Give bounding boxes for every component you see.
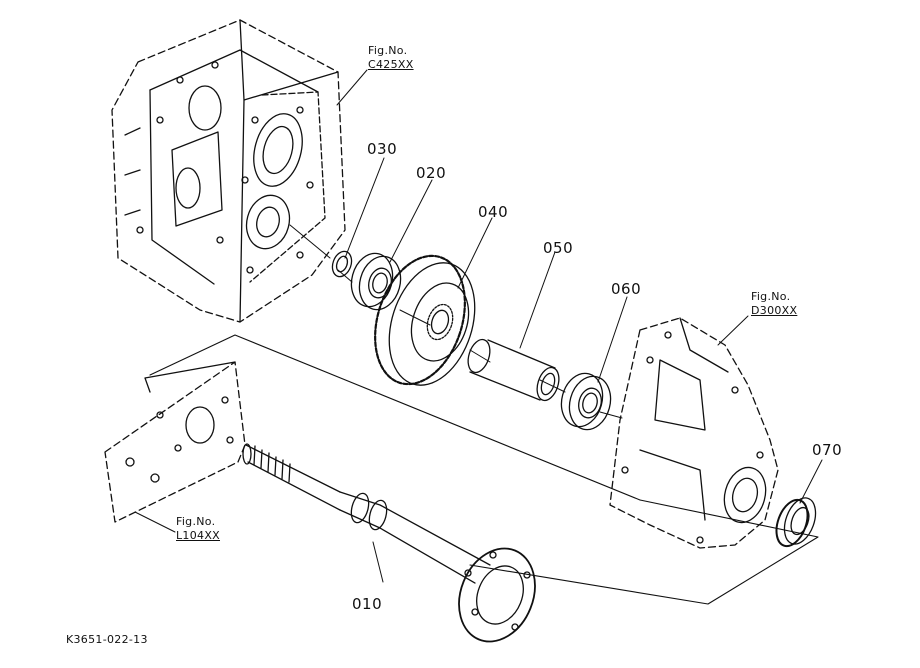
leader-lines <box>134 69 823 583</box>
figure-ref-l104: Fig.No. L104XX <box>176 515 220 543</box>
part-label-040: 040 <box>478 203 509 221</box>
bearing-060 <box>560 372 612 431</box>
drawing-code: K3651-022-13 <box>66 633 148 646</box>
snap-ring <box>331 250 353 278</box>
figure-ref-caption: Fig.No. <box>751 290 791 303</box>
mounting-plate <box>104 361 246 523</box>
boundary-line <box>149 334 641 501</box>
figure-ref-code: C425XX <box>368 57 414 71</box>
transmission-case <box>111 19 346 323</box>
housing-cover <box>609 317 779 549</box>
oil-seal <box>775 497 817 548</box>
part-label-050: 050 <box>543 239 574 257</box>
figure-ref-caption: Fig.No. <box>176 515 216 528</box>
figure-ref-code: D300XX <box>751 303 798 317</box>
assembly-axis-line <box>289 224 623 419</box>
figure-ref-c425: Fig.No. C425XX <box>368 44 414 72</box>
part-label-030: 030 <box>367 140 398 158</box>
figure-ref-code: L104XX <box>176 528 220 542</box>
collar-sleeve <box>467 338 560 402</box>
output-shaft <box>242 443 536 643</box>
part-label-070: 070 <box>812 441 843 459</box>
boundary-line <box>469 499 819 605</box>
figure-ref-d300: Fig.No. D300XX <box>751 290 797 318</box>
part-label-020: 020 <box>416 164 447 182</box>
part-label-060: 060 <box>611 280 642 298</box>
part-label-010: 010 <box>352 595 383 613</box>
figure-ref-caption: Fig.No. <box>368 44 408 57</box>
spur-gear <box>374 254 476 386</box>
